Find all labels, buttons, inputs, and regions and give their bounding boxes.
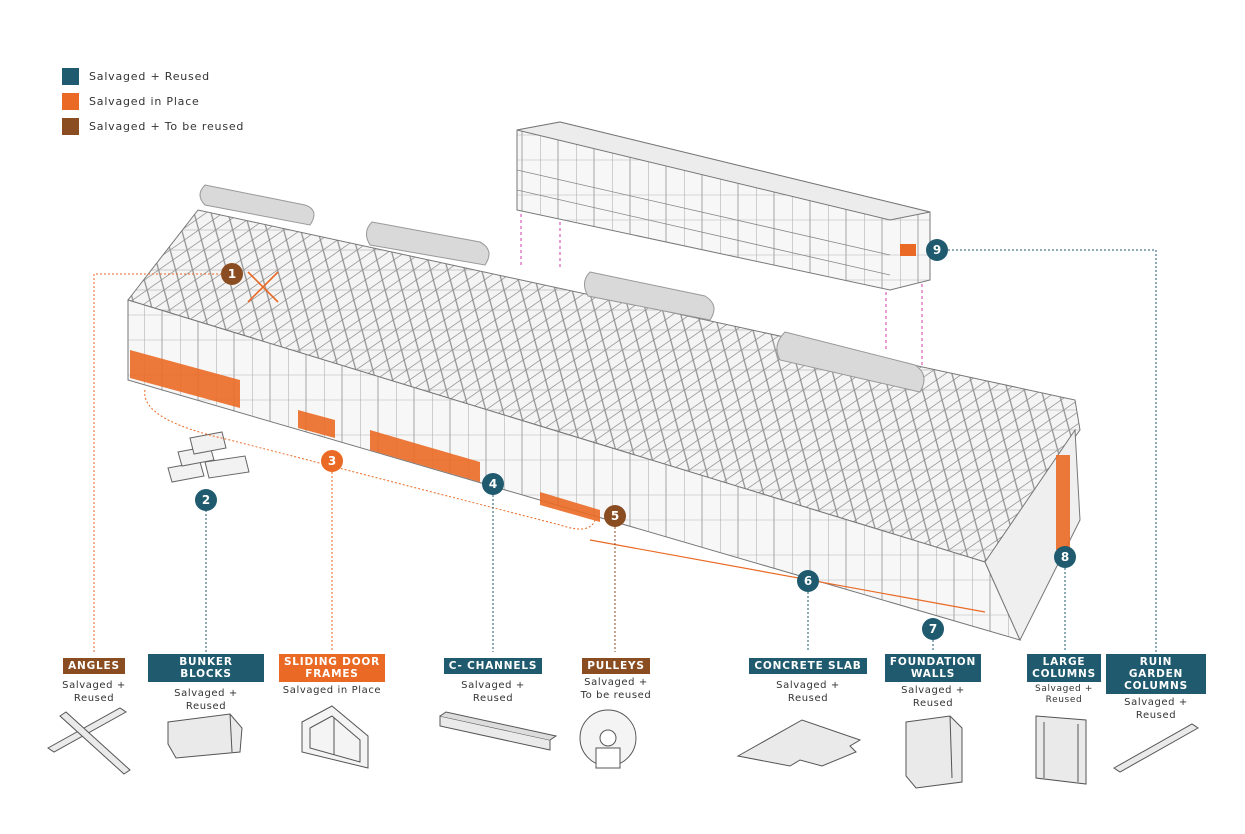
callout-status: Salvaged + Reused bbox=[174, 688, 238, 712]
badge-4: 4 bbox=[482, 473, 504, 495]
callout-title: FOUNDATION WALLS bbox=[884, 654, 982, 682]
callout-title: C- CHANNELS bbox=[443, 658, 543, 674]
callout-status: Salvaged + Reused bbox=[62, 680, 126, 704]
callout-title: PULLEYS bbox=[582, 658, 650, 674]
crossed-angles-icon bbox=[47, 707, 131, 775]
callout-status: Salvaged in Place bbox=[282, 685, 382, 696]
pulley-icon bbox=[579, 709, 637, 769]
main-building bbox=[127, 184, 1081, 642]
legend-swatch bbox=[62, 68, 79, 85]
callout-title: ANGLES bbox=[63, 658, 125, 674]
orange-element bbox=[1056, 455, 1070, 550]
leader-lines bbox=[93, 249, 1157, 652]
callout-title: RUIN GARDEN COLUMNS bbox=[1106, 654, 1206, 694]
callout-status: Salvaged + To be reused bbox=[580, 677, 652, 701]
c-channel-icon bbox=[439, 711, 558, 751]
callout-status: Salvaged + Reused bbox=[1035, 684, 1093, 705]
badge-5: 5 bbox=[604, 505, 626, 527]
orange-element bbox=[130, 350, 240, 408]
callout-title: BUNKER BLOCKS bbox=[148, 654, 264, 682]
badge-8: 8 bbox=[1054, 546, 1076, 568]
bunker-block-icon bbox=[167, 713, 243, 759]
callout-status: Salvaged + Reused bbox=[776, 680, 840, 704]
guide-lines bbox=[520, 214, 923, 365]
large-column-icon bbox=[1035, 715, 1087, 785]
legend-row: Salvaged in Place bbox=[62, 89, 244, 114]
callout-title: LARGE COLUMNS bbox=[1027, 654, 1101, 682]
upper-module bbox=[516, 121, 931, 291]
badge-2: 2 bbox=[195, 489, 217, 511]
door-frame-icon bbox=[301, 705, 369, 769]
callout-angles: ANGLES Salvaged + Reused bbox=[44, 654, 144, 705]
legend-row: Salvaged + To be reused bbox=[62, 114, 244, 139]
callout-c-channels: C- CHANNELS Salvaged + Reused bbox=[438, 654, 548, 705]
orange-element bbox=[298, 410, 335, 438]
callout-status: Salvaged + Reused bbox=[461, 680, 525, 704]
callout-title: CONCRETE SLAB bbox=[749, 658, 867, 674]
legend-label: Salvaged + To be reused bbox=[89, 120, 245, 133]
callout-pulleys: PULLEYS Salvaged + To be reused bbox=[566, 654, 666, 702]
legend-swatch bbox=[62, 118, 79, 135]
callout-status: Salvaged + Reused bbox=[901, 685, 965, 709]
orange-element bbox=[900, 244, 916, 256]
orange-element bbox=[540, 492, 600, 522]
callout-sliding-door-frames: SLIDING DOOR FRAMES Salvaged in Place bbox=[278, 654, 386, 697]
garden-column-icon bbox=[1113, 723, 1199, 773]
badge-6: 6 bbox=[797, 570, 819, 592]
callout-large-columns: LARGE COLUMNS Salvaged + Reused bbox=[1016, 654, 1112, 706]
badge-7: 7 bbox=[922, 618, 944, 640]
callout-title: SLIDING DOOR FRAMES bbox=[278, 654, 386, 682]
foundation-wall-icon bbox=[905, 715, 963, 789]
callout-foundation-walls: FOUNDATION WALLS Salvaged + Reused bbox=[878, 654, 988, 710]
legend: Salvaged + Reused Salvaged in Place Salv… bbox=[62, 64, 244, 139]
bunker-blocks bbox=[167, 431, 250, 483]
callout-ruin-garden-columns: RUIN GARDEN COLUMNS Salvaged + Reused bbox=[1106, 654, 1206, 722]
legend-swatch bbox=[62, 93, 79, 110]
callout-concrete-slab: CONCRETE SLAB Salvaged + Reused bbox=[746, 654, 870, 705]
badge-9: 9 bbox=[926, 239, 948, 261]
orange-element bbox=[370, 430, 480, 482]
legend-label: Salvaged in Place bbox=[89, 95, 200, 108]
callout-bunker-blocks: BUNKER BLOCKS Salvaged + Reused bbox=[148, 654, 264, 713]
badge-1: 1 bbox=[221, 263, 243, 285]
legend-label: Salvaged + Reused bbox=[89, 70, 210, 83]
callout-status: Salvaged + Reused bbox=[1124, 697, 1188, 721]
badge-3: 3 bbox=[321, 450, 343, 472]
legend-row: Salvaged + Reused bbox=[62, 64, 244, 89]
slab-icon bbox=[736, 719, 862, 767]
